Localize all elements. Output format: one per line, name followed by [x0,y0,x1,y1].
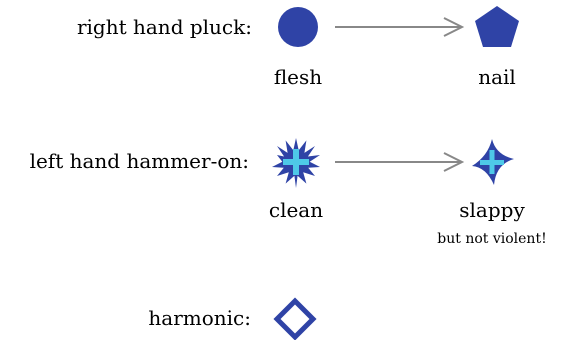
transition-arrow-icon [335,152,465,172]
transition-arrow-icon [335,17,465,37]
symbol-label-flesh: flesh [274,65,322,89]
symbol-label-slappy: slappy [459,198,525,222]
flesh-circle-icon [278,7,318,47]
row-label-left-hand-hammer-on: left hand hammer-on: [30,149,249,173]
symbol-note-not-violent: but not violent! [437,231,546,247]
clean-spiky-star-icon [272,138,320,188]
symbol-label-clean: clean [269,198,323,222]
row-label-harmonic: harmonic: [148,306,251,330]
nail-pentagon-icon [475,6,519,47]
slappy-four-point-star-icon [472,139,514,185]
harmonic-diamond-icon [273,297,317,340]
row-label-right-hand-pluck: right hand pluck: [77,15,252,39]
symbol-label-nail: nail [478,65,516,89]
